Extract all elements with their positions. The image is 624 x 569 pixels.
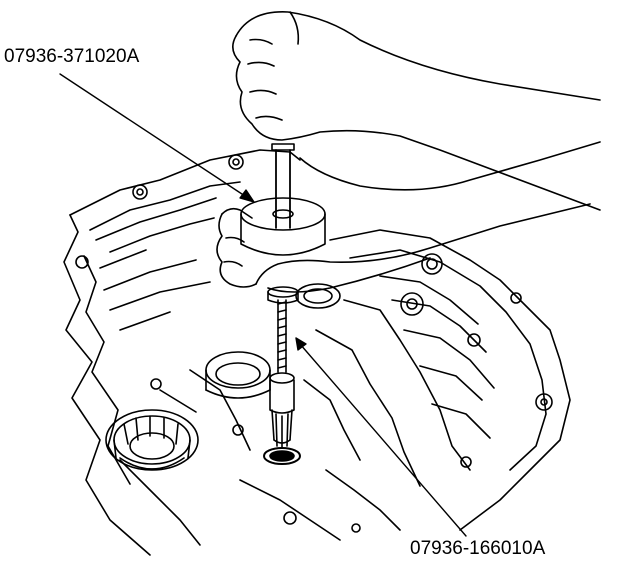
leader-line-bottom [300,344,466,536]
callout-remover-attachment: 07936-166010A [410,538,546,559]
transmission-case [64,150,570,555]
hand [217,12,600,292]
leader-line-top [60,74,248,198]
bearing-bore [106,410,198,470]
arrowhead-top [240,190,254,202]
center-bore [206,352,270,398]
callout-slide-hammer: 07936-371020A [4,46,140,67]
oil-seal [264,448,300,464]
remover-attachment [270,300,294,448]
arrowhead-bottom [296,338,306,350]
leader-lines [60,74,466,536]
